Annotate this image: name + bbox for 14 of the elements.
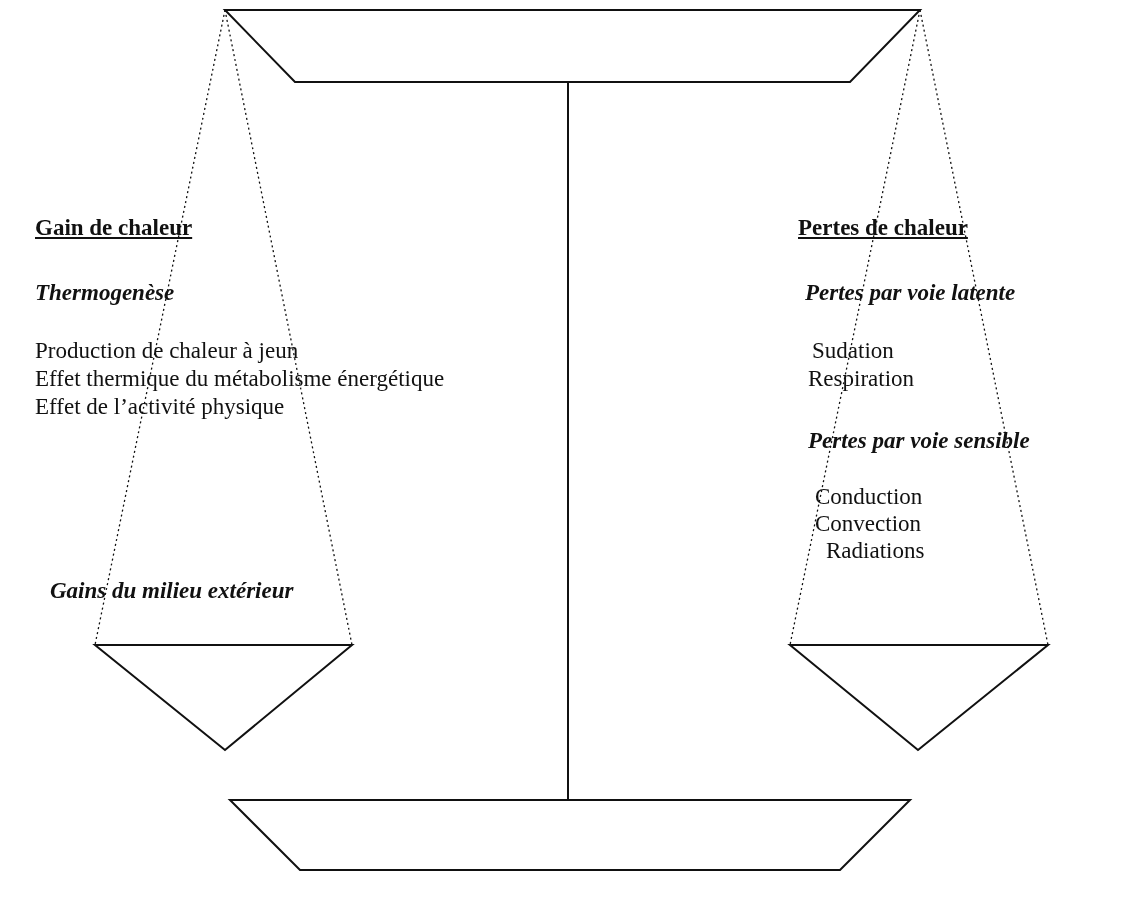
subheading: Thermogenèse	[35, 280, 175, 306]
heading: Pertes de chaleur	[798, 215, 968, 241]
list-item: Radiations	[826, 538, 925, 564]
list-item: Production de chaleur à jeun	[35, 338, 299, 364]
list-item: Effet thermique du métabolisme énergétique	[35, 366, 445, 392]
subheading: Gains du milieu extérieur	[50, 578, 294, 604]
list-item: Convection	[815, 511, 922, 537]
heading: Gain de chaleur	[35, 215, 193, 241]
list-item: Effet de l’activité physique	[35, 394, 285, 420]
subheading: Pertes par voie latente	[805, 280, 1016, 306]
list-item: Conduction	[815, 484, 923, 510]
list-item: Respiration	[808, 366, 915, 392]
list-item: Sudation	[812, 338, 894, 364]
subheading: Pertes par voie sensible	[808, 428, 1030, 454]
